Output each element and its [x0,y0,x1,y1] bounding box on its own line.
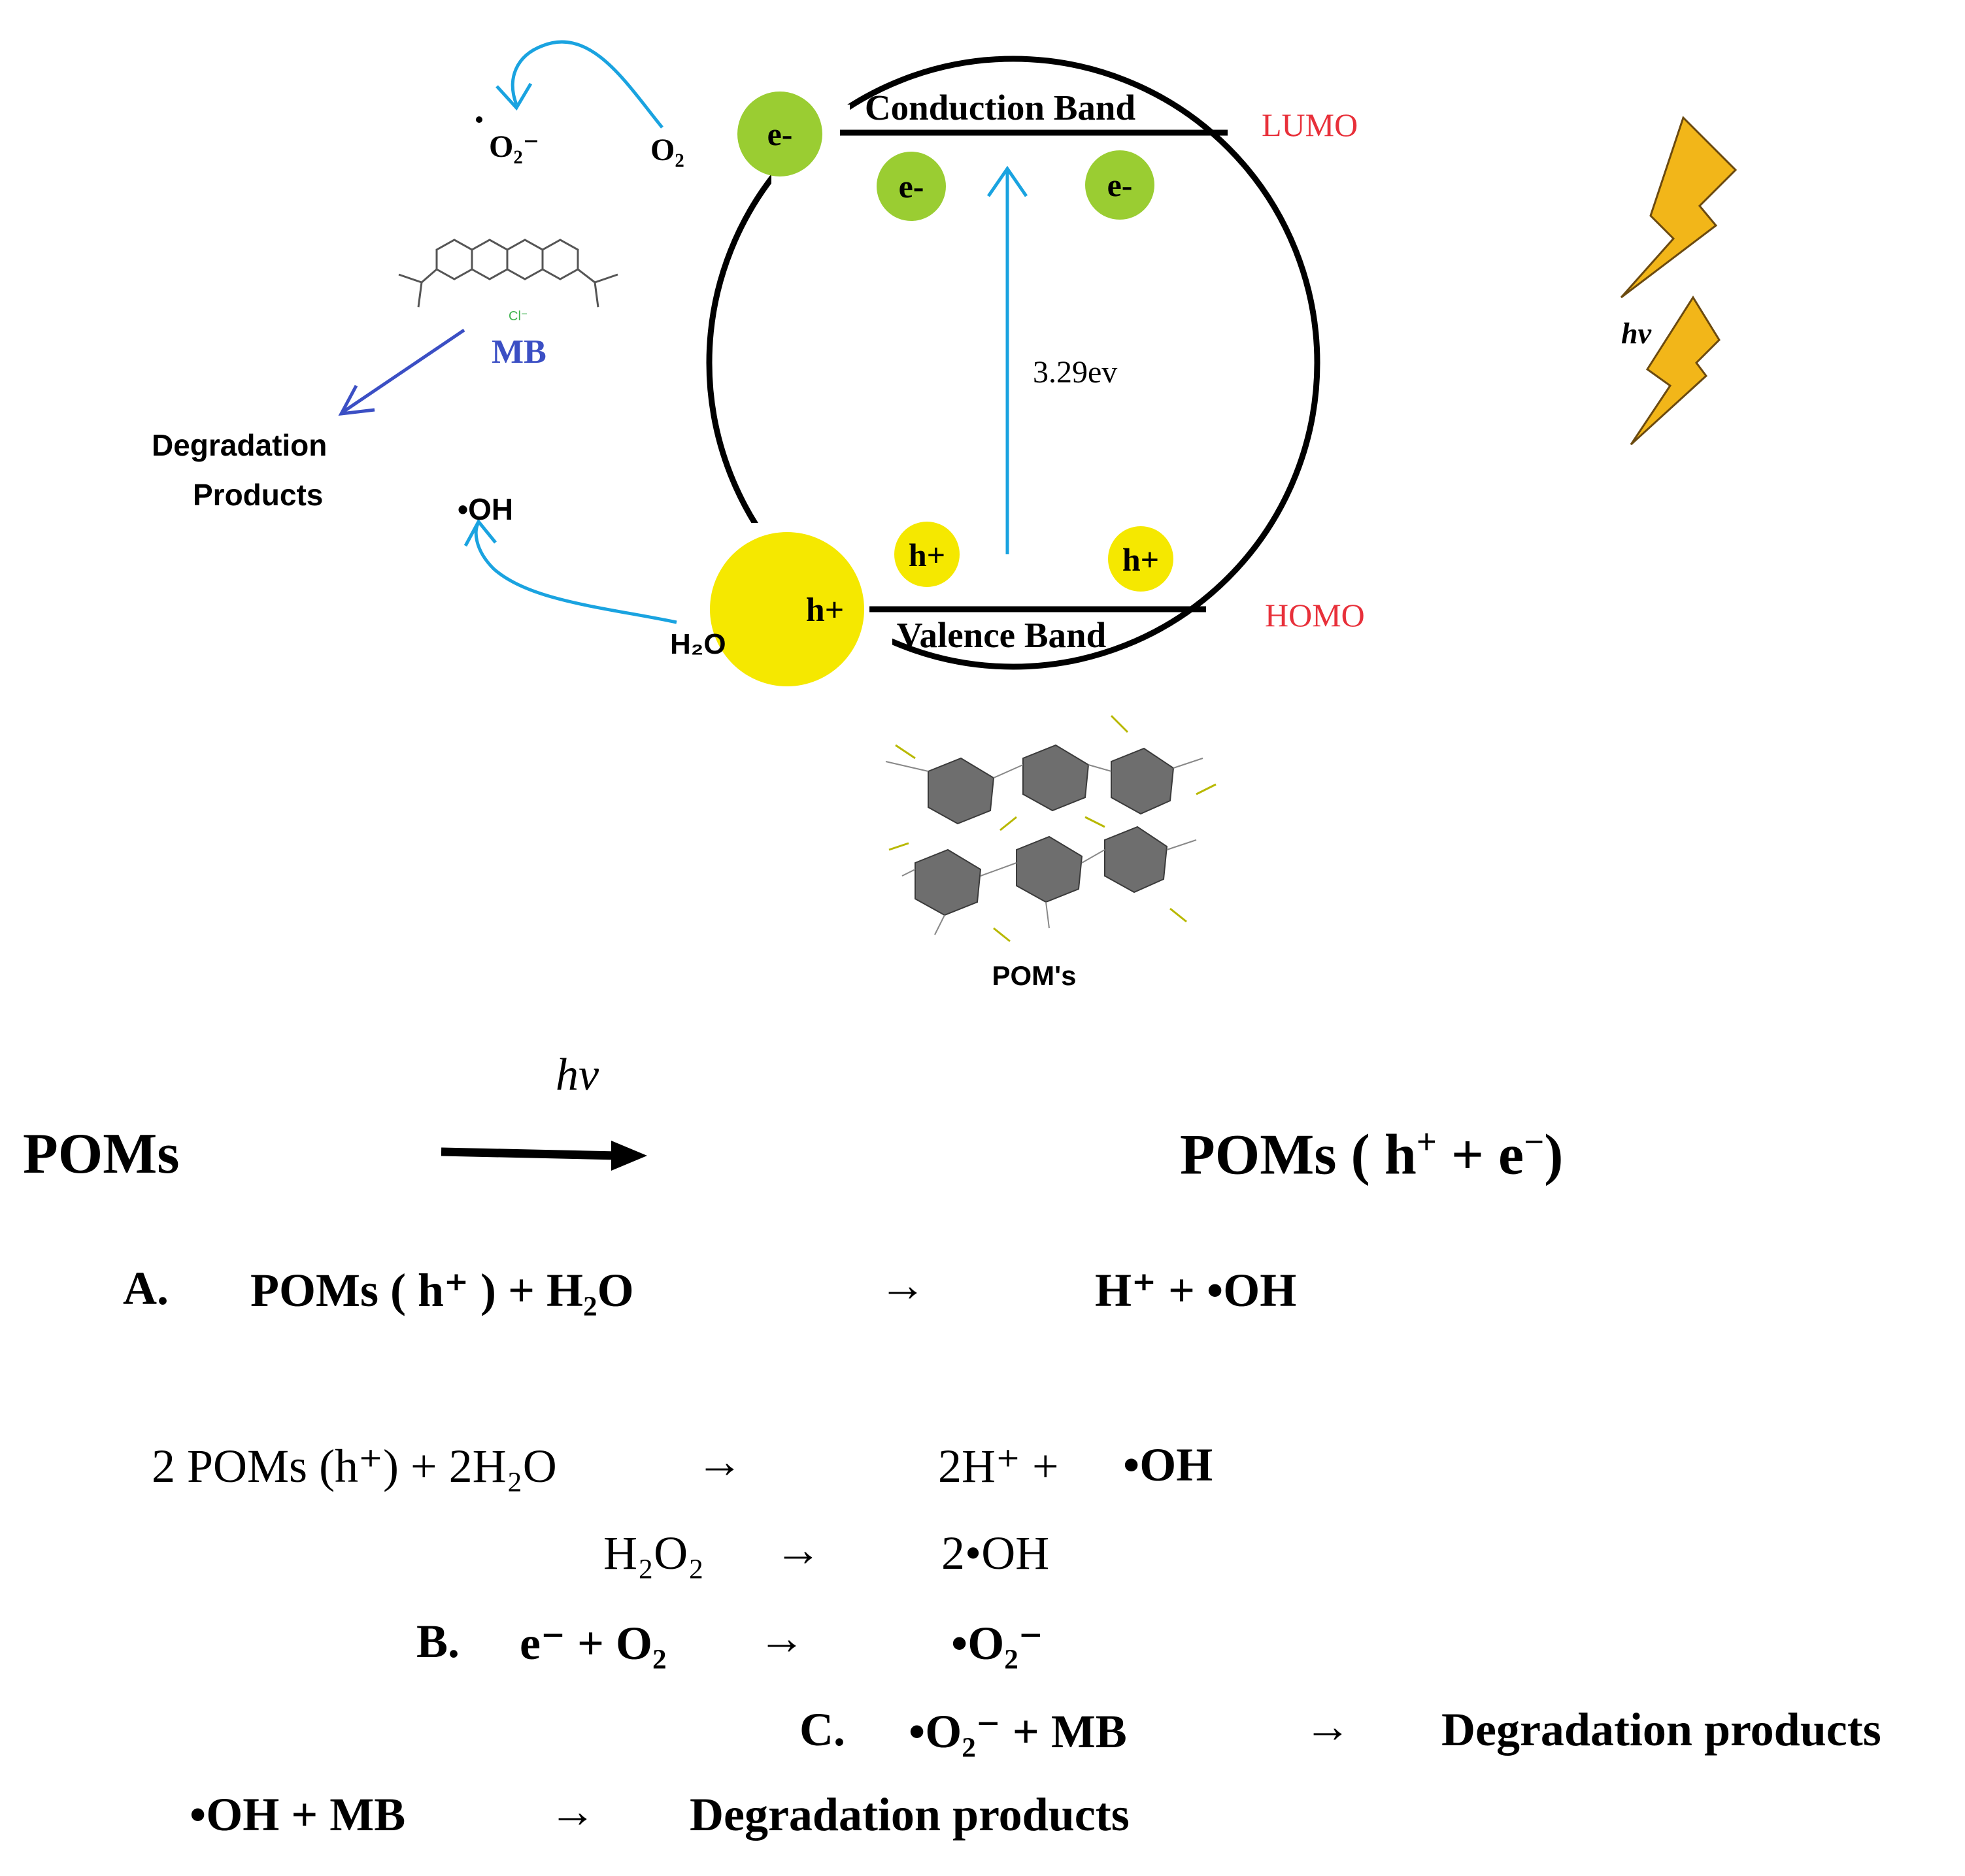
band-gap-label: 3.29ev [1033,355,1117,390]
eq-d-left: •OH + MB [190,1788,406,1841]
eq-c-arrow: → [1304,1700,1351,1752]
lumo-label: LUMO [1262,107,1358,143]
electron-surface [737,92,822,176]
main-equation-right: POMs ( h+ + e−) [1180,1121,1563,1188]
eq-b-arrow: → [758,1612,805,1664]
eq-a-left: POMs ( h⁺ ) + H₂O [250,1264,634,1316]
superoxide-label: O₂⁻ [489,129,539,164]
oxygen-label: O₂ [650,133,684,167]
eq-2-left: 2 POMs (h⁺) + 2H₂O [152,1440,557,1492]
hole-1 [894,522,960,587]
electron-1 [877,152,946,221]
hole-surface-label: h+ [806,592,845,629]
mb-degradation-arrow [342,328,465,414]
electron-surface-label: e- [767,116,793,152]
eq-2-right-b: •OH [1123,1439,1213,1491]
homo-label: HOMO [1265,597,1365,633]
eq-b-right: •O₂⁻ [951,1617,1043,1669]
eq-a-label: A. [123,1262,169,1315]
hole-2 [1108,526,1173,592]
main-hv-label: hv [556,1050,599,1100]
hv-light-label: hv [1621,316,1652,350]
lightning-bolt-2 [1630,295,1721,446]
eq-c-left: •O₂⁻ + MB [909,1705,1127,1758]
eq-a-right: H⁺ + •OH [1095,1264,1297,1316]
eq-d-arrow: → [549,1785,596,1837]
eq-c-label: C. [799,1703,845,1756]
hole-surface [710,532,864,686]
poms-label: POM's [992,960,1076,991]
conduction-band-label: Conduction Band [865,88,1135,127]
methylene-blue-structure [398,239,618,308]
electron-2-label: e- [1107,167,1133,203]
oxygen-reduction-arrow [511,40,663,129]
mb-label: MB [492,333,546,371]
eq-2-right-a: 2H⁺ + [938,1440,1059,1492]
eq-a-arrow: → [879,1259,926,1311]
electron-1-label: e- [899,168,924,205]
hole-1-label: h+ [909,537,945,573]
eq-3-left: H₂O₂ [603,1527,705,1579]
electron-2 [1085,150,1154,220]
main-right-sup2: − [1524,1122,1545,1162]
pom-crystal-structure [885,714,1217,943]
degradation-label-line1: Degradation [152,428,327,462]
hydroxyl-label: •OH [458,492,513,526]
eq-d-right: Degradation products [690,1788,1130,1841]
valence-band-label: Valence Band [897,615,1106,655]
main-equation-left: POMs [23,1122,180,1186]
eq-3-right: 2•OH [941,1527,1050,1579]
main-right-a: POMs ( h [1180,1123,1417,1187]
lightning-bolt-1 [1620,116,1738,299]
eq-2-arrow: → [696,1435,743,1488]
eq-3-arrow: → [775,1524,822,1576]
mb-chloride-label: Cl⁻ [509,309,528,324]
superoxide-radical-dot [476,116,482,123]
main-right-sup: + [1416,1122,1437,1162]
main-reaction-arrow [441,1147,618,1160]
degradation-label-line2: Products [193,478,323,512]
hole-2-label: h+ [1122,541,1159,578]
band-ring [706,56,1320,670]
main-right-b: + e [1436,1123,1524,1187]
main-right-c: ) [1544,1123,1564,1187]
water-oxidation-arrow [474,522,677,624]
eq-b-label: B. [416,1615,460,1667]
eq-b-left: e⁻ + O₂ [520,1617,667,1669]
eq-c-right: Degradation products [1441,1703,1881,1756]
water-label: H₂O [670,628,726,660]
